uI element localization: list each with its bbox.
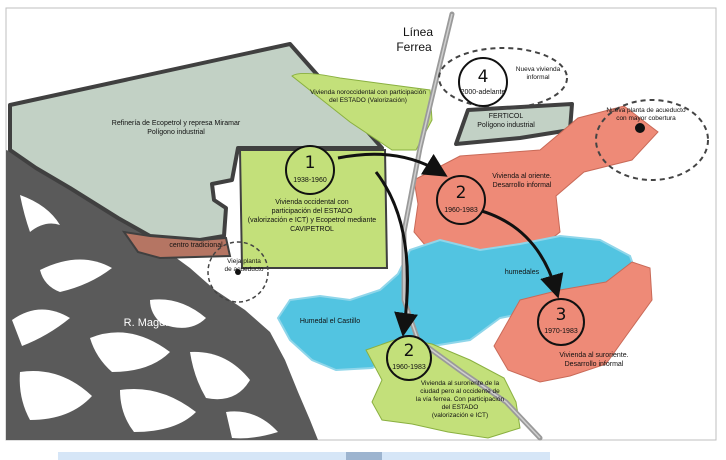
oriente-label-line2: Desarrollo informal xyxy=(493,182,552,189)
refinery-label-line2: Polígono industrial xyxy=(147,129,205,136)
river-island xyxy=(226,411,278,439)
occidental-label-line4: CAVIPETROL xyxy=(290,226,334,233)
river-island xyxy=(19,371,92,420)
river-island xyxy=(90,332,170,372)
ferticol-label-line2: Polígono industrial xyxy=(477,122,535,129)
occidental-housing-area xyxy=(238,149,389,269)
nueva-vivienda-label-line1: Nueva vivienda xyxy=(516,66,561,73)
suroccidente-label-line4: del ESTADO xyxy=(442,404,479,411)
scrollbar-thumb[interactable] xyxy=(346,452,382,460)
railway-line-center xyxy=(403,13,541,439)
phase-period: 1960-1983 xyxy=(392,364,426,371)
phase-badge-2-suroccidente: 2 1960-1983 xyxy=(386,335,432,381)
suroccidente-label-line3: la vía ferrea. Con participación xyxy=(416,396,505,403)
river-island xyxy=(150,299,206,328)
phase-number: 3 xyxy=(556,305,567,325)
phase-period: 1938-1960 xyxy=(293,177,327,184)
centro-tradicional-area xyxy=(121,230,232,260)
vieja-planta-acueducto-circle xyxy=(207,241,269,303)
phase-badge-2-oriente: 2 1960-1983 xyxy=(436,175,486,225)
phase-badge-4: 4 2000-adelante xyxy=(458,57,508,107)
railway-label-line1: Línea xyxy=(403,25,433,39)
river-island xyxy=(40,259,112,292)
railway-label-line2: Ferrea xyxy=(396,40,432,54)
occidental-label-line3: (valorización e ICT) y Ecopetrol mediant… xyxy=(248,217,376,224)
river-magdalena xyxy=(6,150,318,440)
river-island xyxy=(12,309,70,346)
arrow-phase1-to-suroccidente xyxy=(374,171,418,337)
occidental-label-line2: participación del ESTADO xyxy=(272,208,353,215)
ferticol-polygon xyxy=(454,102,574,146)
nueva-vivienda-label-line2: informal xyxy=(526,74,550,81)
noroccidental-housing-area xyxy=(291,72,433,151)
phase-period: 2000-adelante xyxy=(461,89,506,96)
phase-number: 2 xyxy=(404,341,415,361)
nueva-planta-label-line1: Nueva planta de acueducto xyxy=(606,107,686,114)
river-island xyxy=(120,388,196,432)
vieja-planta-label-line2: de acueducto xyxy=(224,266,263,273)
humedales-label: humedales xyxy=(505,269,540,276)
arrow-phase2-to-suroriente xyxy=(469,206,564,299)
phase-number: 1 xyxy=(305,153,316,173)
oriente-label-line1: Vivienda al oriente. xyxy=(492,173,551,180)
phase-number: 2 xyxy=(456,183,467,203)
river-island xyxy=(190,351,250,400)
phase-period: 1960-1983 xyxy=(444,207,478,214)
humedal-castillo-label: Humedal el Castillo xyxy=(300,318,360,325)
horizontal-scrollbar[interactable] xyxy=(58,452,550,460)
suroccidente-label-line2: ciudad pero al occidente de xyxy=(420,388,500,395)
centro-tradicional-label: centro tradicional xyxy=(169,242,223,249)
suroriente-label-line1: Vivienda al suroriente. xyxy=(559,352,628,359)
ferticol-label-line1: FERTICOL xyxy=(489,113,524,120)
phase-period: 1970-1983 xyxy=(544,328,578,335)
arrow-phase1-to-oriente xyxy=(337,152,448,177)
nueva-planta-acueducto-circle xyxy=(595,99,709,181)
nueva-planta-acueducto-point xyxy=(635,123,645,133)
suroriente-label-line2: Desarrollo informal xyxy=(565,361,624,368)
refinery-label-line1: Refinería de Ecopetrol y represa Miramar xyxy=(112,120,241,127)
suroccidente-label-line1: Vivienda al suroriente de la xyxy=(421,380,500,387)
nueva-planta-label-line2: con mayor cobertura xyxy=(616,115,676,122)
nueva-vivienda-circle xyxy=(438,47,568,109)
vieja-planta-acueducto-point xyxy=(235,269,241,275)
river-island xyxy=(20,195,60,232)
noroccidental-label-line1: Vivienda noroccidental con participación xyxy=(310,89,426,96)
occidental-label-line1: Vivienda occidental con xyxy=(275,199,349,206)
river-label: R. Magd. xyxy=(124,317,169,329)
noroccidental-label-line2: del ESTADO (Valorización) xyxy=(329,97,407,104)
phase-number: 4 xyxy=(478,67,489,87)
suroccidente-label-line5: (valorización e ICT) xyxy=(432,412,488,419)
phase-badge-1: 1 1938-1960 xyxy=(285,145,335,195)
vieja-planta-label-line1: Vieja planta xyxy=(227,258,261,265)
phase-badge-3: 3 1970-1983 xyxy=(537,298,585,346)
